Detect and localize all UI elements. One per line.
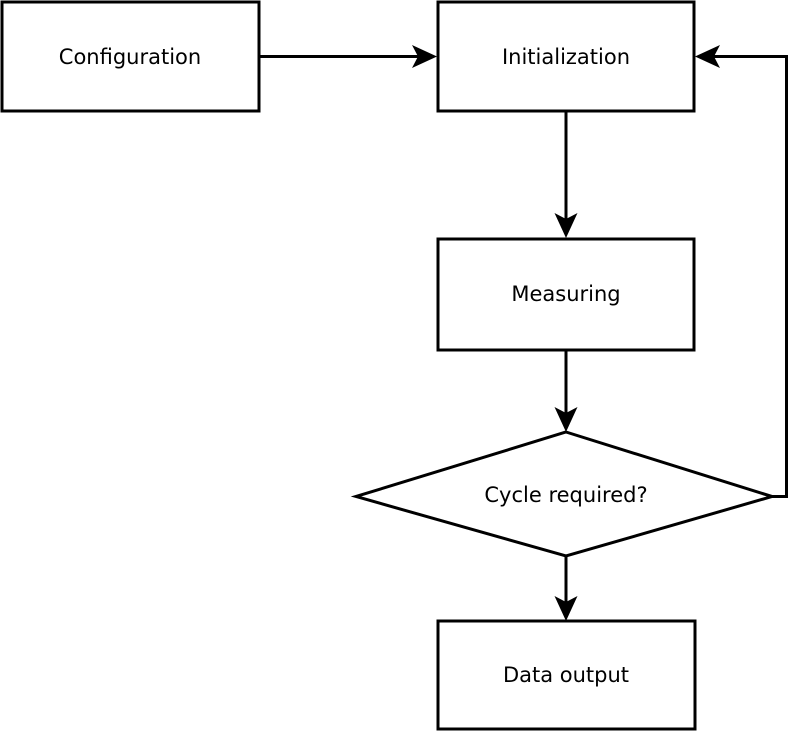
node-initialization-label: Initialization [502,45,630,69]
node-configuration-shape[interactable] [0,0,261,113]
node-cycle-required-label: Cycle required? [484,483,647,507]
node-configuration-label: Configuration [59,45,201,69]
node-data-output[interactable]: Data output [436,619,697,731]
node-cycle-required[interactable]: Cycle required? [350,430,778,558]
arrow-head-down-icon [554,596,578,621]
node-measuring-label: Measuring [511,282,620,306]
node-cycle-required-shape[interactable] [350,430,778,558]
edge-decision-to-initialization-feedback [695,45,788,498]
node-data-output-label: Data output [503,663,629,687]
node-measuring[interactable]: Measuring [436,237,696,352]
arrow-head-right-icon [412,45,437,68]
arrow-head-left-icon [695,45,720,68]
arrow-head-down-icon [554,407,578,432]
edge-configuration-to-initialization [259,45,437,68]
arrow-head-down-icon [554,213,578,238]
node-configuration[interactable]: Configuration [0,0,261,113]
node-data-output-shape[interactable] [436,619,697,731]
edge-line [711,55,788,498]
edge-initialization-to-measuring [554,111,578,238]
node-initialization[interactable]: Initialization [436,0,696,113]
node-initialization-shape[interactable] [436,0,696,113]
edge-measuring-to-decision [554,350,578,432]
node-measuring-shape[interactable] [436,237,696,352]
edge-decision-to-data-output [554,556,578,621]
